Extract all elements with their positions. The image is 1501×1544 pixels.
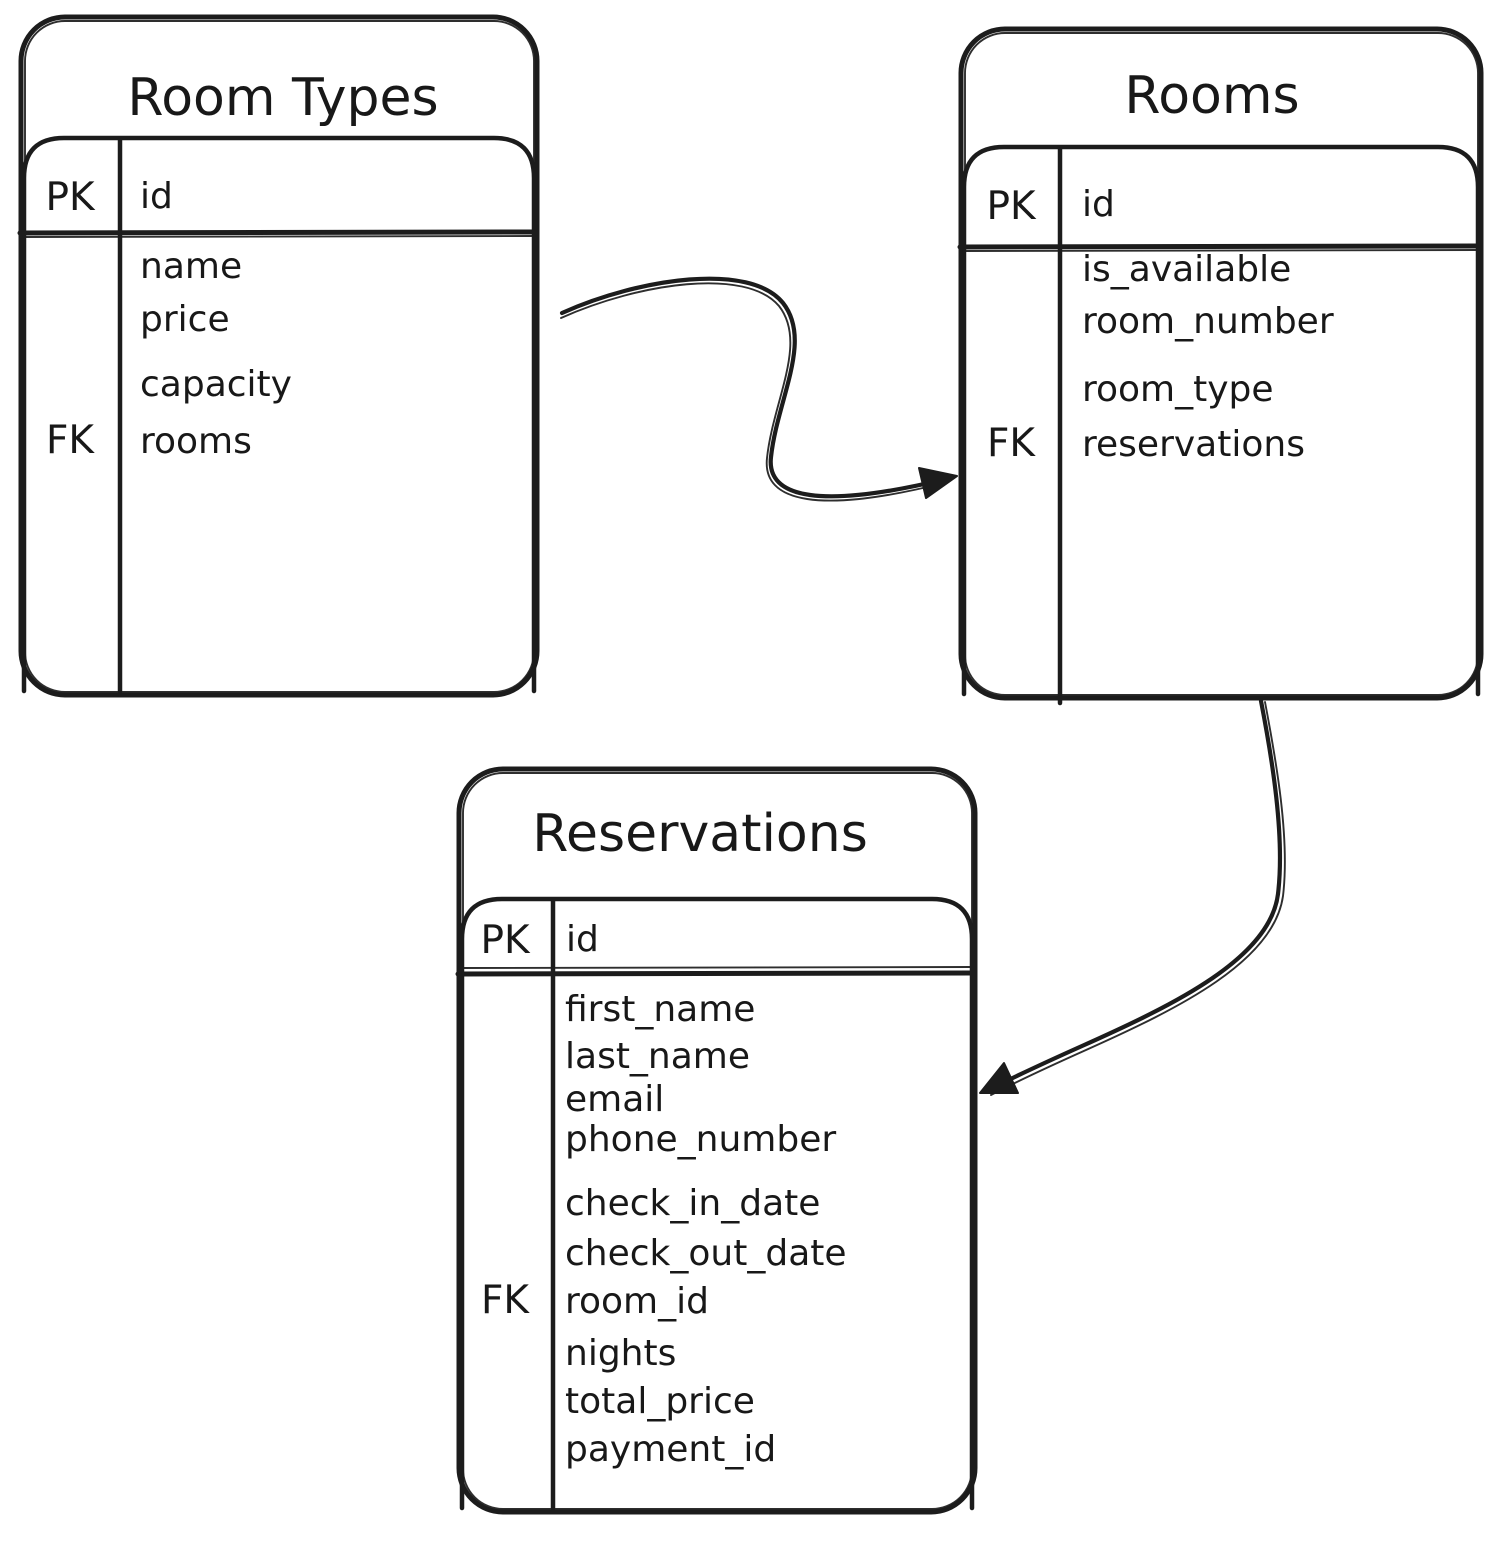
field-label-phone-number: phone_number — [565, 1119, 836, 1160]
field-label-capacity: capacity — [140, 364, 292, 405]
field-label-name: name — [140, 246, 242, 287]
relationship-rooms-to-reservations[interactable] — [979, 698, 1286, 1096]
table-title-rooms: Rooms — [1124, 66, 1299, 126]
field-label-total-price: total_price — [565, 1381, 755, 1422]
table-rooms[interactable]: Rooms PK id is_available room_number roo… — [957, 26, 1484, 706]
field-label-room-type: room_type — [1082, 369, 1274, 410]
key-cell-room-types-fk: FK — [46, 418, 95, 463]
reservations-outer-border — [456, 766, 978, 1515]
field-label-email: email — [565, 1079, 664, 1120]
field-label-nights: nights — [565, 1333, 676, 1374]
connector-room-types-to-rooms-sketch — [560, 282, 945, 502]
field-label-is-available: is_available — [1082, 249, 1291, 290]
connector-rooms-to-reservations — [983, 698, 1283, 1094]
field-label-reservations: reservations — [1082, 424, 1305, 465]
key-cell-room-types-pk: PK — [45, 175, 96, 220]
table-reservations[interactable]: Reservations PK id first_name last_name … — [455, 766, 978, 1515]
room-types-outer-border — [18, 14, 540, 698]
key-cell-reservations-fk: FK — [481, 1278, 530, 1323]
field-label-room-id: room_id — [565, 1281, 709, 1322]
rooms-pk-row-divider-sketch — [962, 249, 1478, 252]
field-label-check-out-date: check_out_date — [565, 1233, 847, 1274]
relationship-room-types-to-rooms[interactable] — [559, 276, 958, 502]
field-label-price: price — [140, 299, 230, 340]
field-label-rooms: rooms — [140, 421, 252, 462]
reservations-header-box — [459, 896, 975, 1511]
field-label-room-types-id: id — [140, 176, 173, 217]
field-label-check-in-date: check_in_date — [565, 1183, 820, 1224]
table-room-types[interactable]: Room Types PK id name price capacity roo… — [17, 14, 540, 698]
key-cell-rooms-pk: PK — [986, 184, 1037, 229]
connector-room-types-to-rooms — [559, 276, 949, 499]
rooms-header-box — [961, 144, 1481, 697]
table-title-reservations: Reservations — [532, 804, 868, 864]
field-label-last-name: last_name — [565, 1036, 750, 1077]
connector-rooms-to-reservations-sketch — [990, 701, 1286, 1096]
room-types-header-box — [21, 135, 537, 694]
table-title-room-types: Room Types — [127, 68, 438, 128]
reservations-pk-row-divider — [455, 970, 977, 977]
field-label-rooms-id: id — [1082, 184, 1115, 225]
room-types-pk-row-divider — [17, 229, 540, 236]
room-types-pk-row-divider-sketch — [22, 235, 535, 238]
rooms-pk-row-divider — [957, 243, 1483, 250]
reservations-pk-row-divider-sketch — [460, 966, 973, 969]
field-label-first-name: first_name — [565, 989, 755, 1030]
rooms-outer-border — [958, 26, 1484, 701]
arrowhead-into-rooms — [918, 467, 958, 499]
key-cell-rooms-fk: FK — [987, 421, 1036, 466]
arrowhead-into-reservations — [979, 1062, 1019, 1094]
field-label-payment-id: payment_id — [565, 1429, 776, 1470]
field-label-reservations-id: id — [566, 919, 599, 960]
key-cell-reservations-pk: PK — [480, 918, 531, 963]
field-label-room-number: room_number — [1082, 301, 1334, 342]
